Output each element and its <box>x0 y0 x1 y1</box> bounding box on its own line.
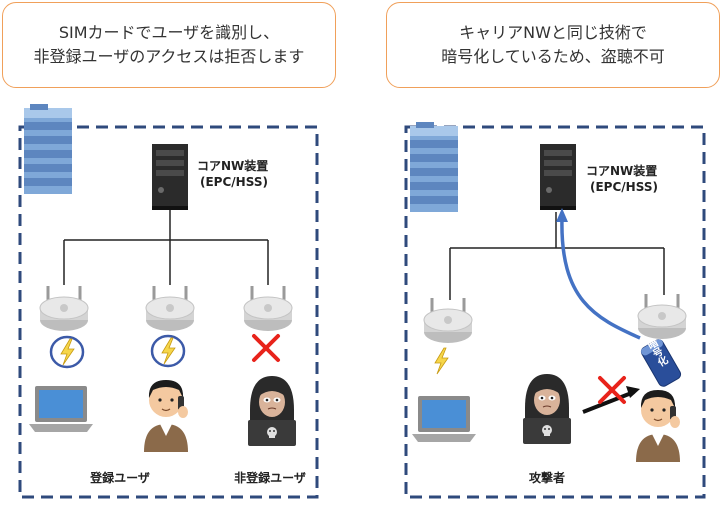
attacker-icon <box>522 373 572 445</box>
access-point-left-1 <box>38 284 90 333</box>
sim-ring-left-1 <box>49 335 85 369</box>
access-point-right-2 <box>636 292 688 341</box>
access-point-left-2 <box>144 284 196 333</box>
laptop-icon-left <box>29 386 93 432</box>
registered-user-label: 登録ユーザ <box>89 470 150 485</box>
left-network-lines <box>63 210 269 285</box>
unregistered-user-label: 非登録ユーザ <box>234 470 306 485</box>
callout-left-line2: 非登録ユーザのアクセスは拒否します <box>33 47 305 66</box>
registered-user-icon-right <box>635 389 681 463</box>
sim-ring-left-2 <box>150 334 186 368</box>
attack-arrow <box>582 390 635 414</box>
building-icon-left <box>24 104 72 194</box>
right-network-boundary <box>404 125 706 499</box>
callout-right: キャリアNWと同じ技術で 暗号化しているため、盗聴不可 <box>386 2 720 88</box>
attacker-label: 攻撃者 <box>529 470 565 485</box>
access-point-right-1 <box>422 296 474 345</box>
callout-left: SIMカードでユーザを識別し、 非登録ユーザのアクセスは拒否します <box>2 2 336 88</box>
callout-right-line2: 暗号化しているため、盗聴不可 <box>441 47 665 66</box>
encrypted-path-arrowhead <box>556 208 568 222</box>
right-network-lines <box>449 212 665 300</box>
deny-x-icon-right <box>598 376 626 404</box>
laptop-icon-right <box>412 396 476 442</box>
attack-arrowhead <box>626 386 640 398</box>
encrypted-path-arrow <box>560 217 641 340</box>
lightning-icon-right-1 <box>434 347 449 375</box>
deny-x-icon-left <box>252 334 280 362</box>
callout-left-line1: SIMカードでユーザを識別し、 <box>58 23 280 42</box>
server-label-right-line1: コアNW装置 <box>586 163 657 178</box>
core-server-icon-right <box>540 144 576 210</box>
unregistered-user-icon <box>247 375 297 447</box>
server-label-left-line2: (EPC/HSS) <box>200 175 268 189</box>
server-label-right-line2: (EPC/HSS) <box>590 180 658 194</box>
lightning-icon-left-2 <box>161 337 176 365</box>
left-network-boundary <box>18 125 319 499</box>
encryption-capsule <box>640 339 682 387</box>
core-server-icon-left <box>152 144 188 210</box>
building-icon-right <box>410 122 458 212</box>
access-point-left-3 <box>242 284 294 333</box>
lightning-icon-left-1 <box>60 338 75 366</box>
callout-right-line1: キャリアNWと同じ技術で <box>459 23 647 42</box>
registered-user-icon <box>143 379 189 453</box>
server-label-left-line1: コアNW装置 <box>197 158 268 173</box>
